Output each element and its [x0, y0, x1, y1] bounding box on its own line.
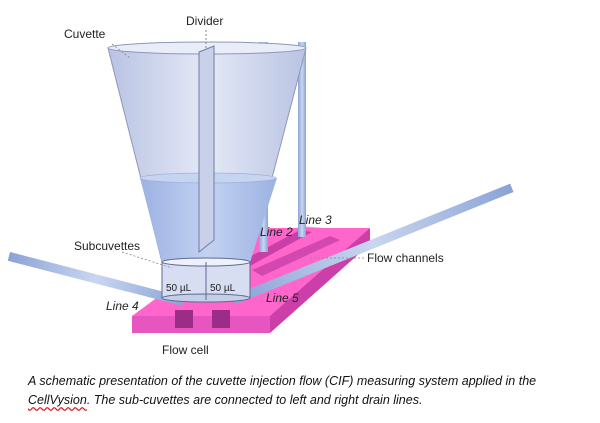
- line3-tube: [298, 42, 306, 237]
- line5-tube: [231, 183, 514, 305]
- subcuvettes: 50 µL 50 µL: [161, 257, 251, 303]
- subcuvettes-label: Subcuvettes: [74, 239, 140, 253]
- caption-brand: CellVysion: [28, 393, 87, 407]
- cif-schematic: 50 µL 50 µL Cuvette Divider Subcuvettes …: [7, 14, 514, 357]
- caption-part1: A schematic presentation of the cuvette …: [28, 374, 537, 388]
- line4-label: Line 4: [106, 299, 139, 313]
- volume-left: 50 µL: [166, 283, 192, 294]
- flow-channel-groove-2: [252, 236, 340, 276]
- volume-right: 50 µL: [210, 283, 236, 294]
- flow-cell-front: [132, 316, 270, 333]
- line4-tube: [7, 252, 185, 306]
- left-drain-port: [175, 310, 193, 328]
- divider-plate: [198, 45, 215, 254]
- line5-label: Line 5: [266, 291, 299, 305]
- line3-label: Line 3: [299, 213, 332, 227]
- flow-channels-label: Flow channels: [367, 251, 444, 265]
- divider-label: Divider: [186, 14, 223, 28]
- line2-label: Line 2: [260, 225, 293, 239]
- flow-cell-label: Flow cell: [162, 343, 209, 357]
- figure-caption: A schematic presentation of the cuvette …: [28, 372, 588, 410]
- right-drain-port: [212, 310, 230, 328]
- caption-part2: . The sub-cuvettes are connected to left…: [86, 393, 423, 407]
- flow-channel-groove: [240, 230, 312, 266]
- subcuvettes-pointer: [121, 251, 173, 269]
- cuvette-label: Cuvette: [64, 27, 106, 41]
